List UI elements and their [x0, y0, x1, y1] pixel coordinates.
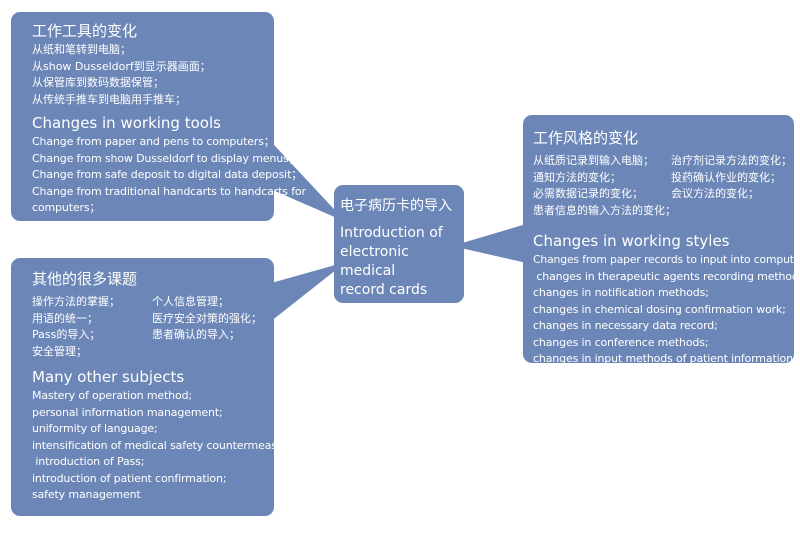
- list-item: introduction of Pass;: [32, 455, 145, 468]
- list-item: safety management: [32, 488, 141, 501]
- list-item: 从保管库到数码数据保管；: [32, 76, 164, 89]
- center-title-en-line: record cards: [340, 282, 428, 298]
- working-styles-box: 工作风格的变化 从纸质记录到输入电脑； 治疗剂记录方法的变化； 通知方法的变化； 投…: [523, 115, 800, 365]
- other-subjects-title-en: Many other subjects: [32, 368, 185, 386]
- list-item: 安全管理；: [32, 344, 87, 358]
- list-item: uniformity of language;: [32, 422, 158, 435]
- list-item: 从纸质记录到输入电脑；: [533, 154, 654, 167]
- list-item: 患者确认的导入；: [152, 328, 240, 341]
- list-item: introduction of patient confirmation;: [32, 471, 227, 485]
- other-subjects-box: 其他的很多课题 操作方法的掌握； 个人信息管理； 用语的统一； 医疗安全对策的强化；…: [11, 258, 304, 516]
- list-item: changes in necessary data record;: [533, 319, 718, 332]
- other-subjects-cn-grid: 操作方法的掌握； 个人信息管理； 用语的统一； 医疗安全对策的强化； Pass的导入…: [32, 294, 274, 360]
- list-item: 个人信息管理；: [152, 295, 229, 308]
- working-styles-title-en: Changes in working styles: [533, 232, 730, 250]
- center-title-cn: 电子病历卡的导入: [340, 198, 452, 214]
- center-title-en-line: Introduction of: [340, 225, 443, 241]
- working-styles-title-cn: 工作风格的变化: [533, 129, 639, 147]
- list-item: 操作方法的掌握；: [32, 295, 120, 308]
- list-item: 必需数据记录的变化；: [533, 187, 643, 200]
- list-item: changes in therapeutic agents recording …: [533, 269, 800, 283]
- list-item: Mastery of operation method;: [32, 389, 192, 402]
- working-tools-cn-list: 从纸和笔转到电脑； 从show Dusseldorf到显示器画面； 从保管库到数…: [32, 42, 274, 108]
- working-tools-title-cn: 工作工具的变化: [32, 22, 138, 40]
- list-item: intensification of medical safety counte…: [32, 438, 304, 452]
- working-styles-en-list: Changes from paper records to input into…: [533, 252, 800, 368]
- list-item: 医疗安全对策的强化；: [152, 311, 262, 325]
- other-subjects-title-cn: 其他的很多课题: [32, 270, 138, 288]
- working-tools-title-en: Changes in working tools: [32, 114, 221, 132]
- list-item: 从show Dusseldorf到显示器画面；: [32, 59, 211, 73]
- list-item: 投药确认作业的变化；: [671, 170, 781, 184]
- list-item: 用语的统一；: [32, 311, 98, 325]
- list-item: computers；: [32, 201, 101, 214]
- center-topic-box: 电子病历卡的导入 Introduction of electronic medi…: [334, 185, 464, 303]
- list-item: Change from show Dusseldorf to display m…: [32, 151, 300, 165]
- list-item: 会议方法的变化；: [671, 187, 759, 200]
- list-item: 从纸和笔转到电脑；: [32, 43, 131, 56]
- connector-style: [452, 222, 533, 264]
- list-item: 从传统手推车到电脑用手推车；: [32, 92, 186, 106]
- list-item: Changes from paper records to input into…: [533, 253, 800, 266]
- list-item: personal information management;: [32, 405, 223, 419]
- working-tools-box: 工作工具的变化 从纸和笔转到电脑； 从show Dusseldorf到显示器画面…: [11, 12, 306, 221]
- other-subjects-en-list: Mastery of operation method; personal in…: [32, 388, 304, 504]
- list-item: 治疗剂记录方法的变化；: [671, 154, 792, 167]
- center-title-en-line: electronic medical: [340, 244, 409, 279]
- list-item: Change from traditional handcarts to han…: [32, 184, 306, 198]
- list-item: changes in conference methods;: [533, 335, 709, 349]
- list-item: changes in input methods of patient info…: [533, 352, 797, 365]
- working-styles-cn-grid: 从纸质记录到输入电脑； 治疗剂记录方法的变化； 通知方法的变化； 投药确认作业的变化…: [533, 153, 794, 219]
- working-tools-en-list: Change from paper and pens to computers；…: [32, 134, 306, 217]
- list-item: changes in notification methods;: [533, 286, 709, 299]
- list-item: changes in chemical dosing confirmation …: [533, 302, 786, 316]
- list-item: 患者信息的输入方法的变化；: [533, 203, 676, 217]
- list-item: Change from safe deposit to digital data…: [32, 168, 303, 181]
- list-item: 通知方法的变化；: [533, 170, 621, 184]
- list-item: Pass的导入；: [32, 328, 101, 341]
- list-item: Change from paper and pens to computers；: [32, 135, 275, 148]
- connector-tools: [262, 132, 346, 222]
- connector-other: [264, 262, 346, 322]
